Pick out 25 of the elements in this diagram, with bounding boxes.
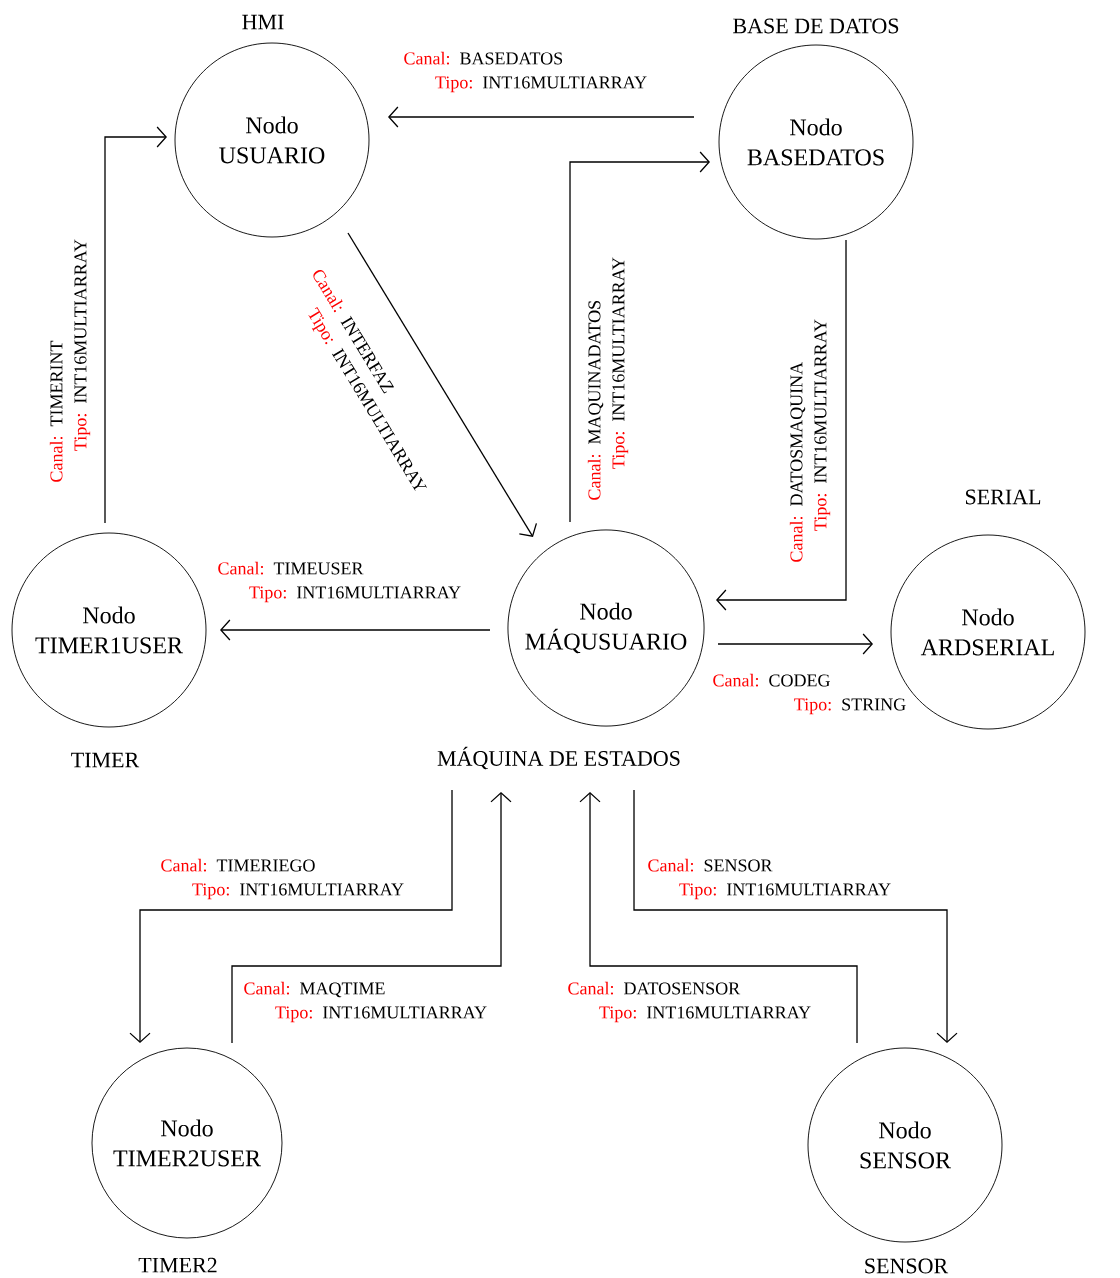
arrow <box>569 151 710 523</box>
arrow <box>220 619 491 641</box>
node-title: TIMER <box>71 752 140 768</box>
edge-label: Canal: TIMERIEGO Tipo: INT16MULTIARRAY <box>161 858 404 900</box>
arrow <box>717 633 873 655</box>
edge-label: Canal: MAQTIME Tipo: INT16MULTIARRAY <box>244 981 487 1023</box>
arrow <box>388 106 695 128</box>
arrow <box>633 789 958 1043</box>
arrow <box>716 239 847 611</box>
node-title: MÁQUINA DE ESTADOS <box>437 746 680 770</box>
node-title: TIMER2 <box>138 1257 217 1273</box>
edge-label: Canal: DATOSENSOR Tipo: INT16MULTIARRAY <box>568 981 811 1023</box>
edge-label: Canal: TIMEUSER Tipo: INT16MULTIARRAY <box>218 561 461 603</box>
node-title: SENSOR <box>865 1258 949 1274</box>
node-title: HMI <box>242 14 284 30</box>
edge-label: Canal: CODEG Tipo: STRING <box>713 673 906 715</box>
edge-label: Canal: BASEDATOS Tipo: INT16MULTIARRAY <box>404 51 647 93</box>
arrow <box>129 789 453 1043</box>
arrow <box>104 126 167 524</box>
arrow <box>231 792 512 1044</box>
node-title: SERIAL <box>966 489 1041 505</box>
arrow <box>347 232 538 537</box>
edge-label: Canal: SENSOR Tipo: INT16MULTIARRAY <box>648 858 891 900</box>
arrow <box>579 792 858 1044</box>
node-title: BASE DE DATOS <box>733 18 899 34</box>
